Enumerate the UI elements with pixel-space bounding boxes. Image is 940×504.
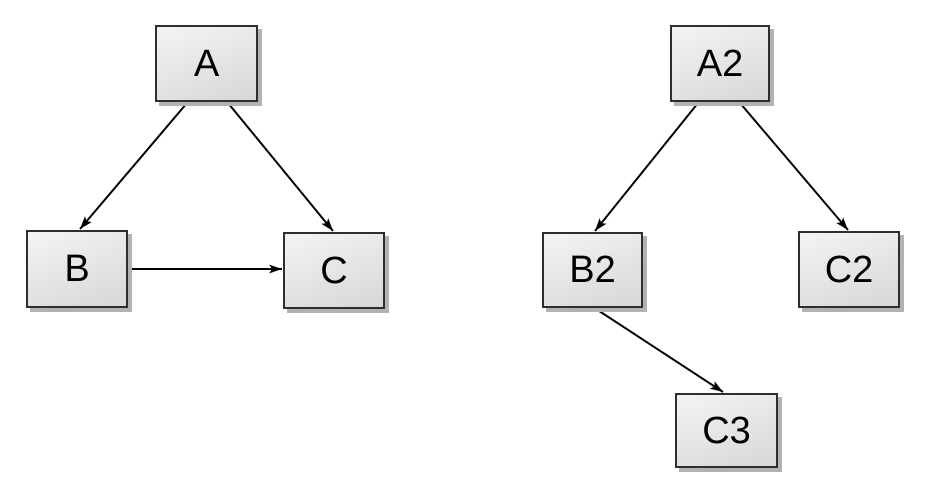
- node-label-B: B: [64, 248, 90, 290]
- node-B2: B2: [542, 232, 643, 308]
- node-A2: A2: [670, 25, 770, 102]
- node-label-A2: A2: [696, 42, 744, 85]
- node-A: A: [155, 25, 258, 102]
- edge-A2-C2: [739, 102, 849, 231]
- edge-A-B: [79, 102, 188, 230]
- node-B: B: [26, 230, 128, 308]
- node-C2: C2: [798, 231, 900, 308]
- node-label-C2: C2: [824, 248, 874, 291]
- edge-A2-B2: [594, 102, 699, 232]
- edge-B2-C3: [592, 306, 724, 393]
- node-label-C3: C3: [702, 409, 751, 452]
- node-label-A: A: [193, 42, 220, 85]
- node-C3: C3: [675, 393, 778, 468]
- edge-A-C: [227, 102, 334, 232]
- node-label-B2: B2: [569, 249, 616, 291]
- node-C: C: [283, 232, 385, 309]
- node-label-C: C: [320, 249, 348, 292]
